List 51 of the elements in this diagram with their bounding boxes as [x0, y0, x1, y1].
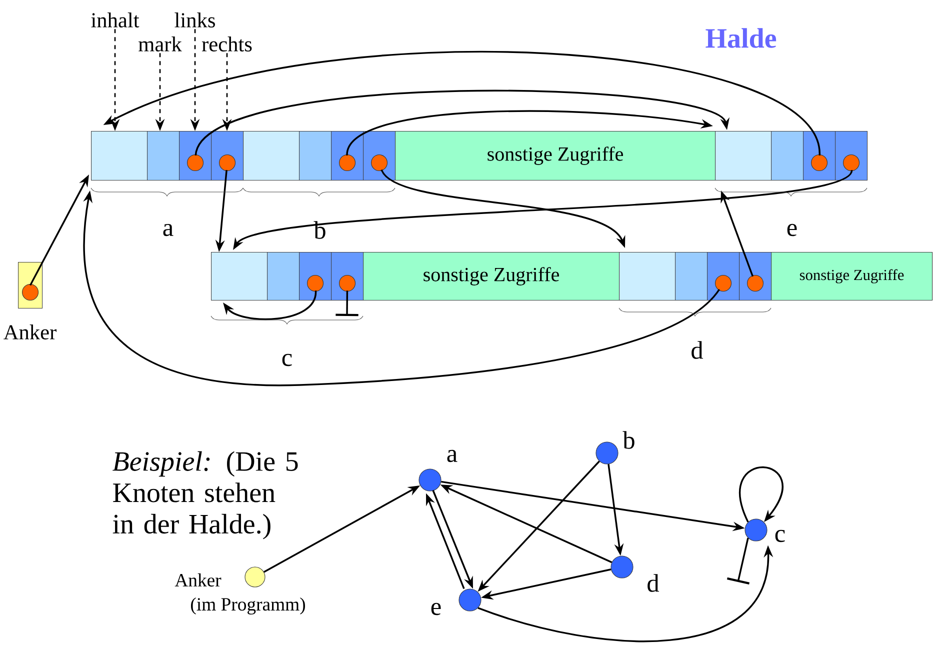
memory-cell: [771, 131, 804, 181]
memory-cell: [835, 131, 868, 181]
node-label: Anker: [4, 324, 56, 340]
graph-node: [596, 442, 618, 464]
anchor-node: [244, 566, 266, 588]
node-label: a: [447, 450, 458, 462]
brace-label: b: [314, 221, 326, 239]
node-label: d: [648, 574, 660, 592]
brace-label: d: [692, 341, 704, 359]
graph-node: [610, 556, 634, 578]
memory-block: sonstige Zugriffe: [395, 131, 716, 181]
anchor-box: [18, 262, 43, 309]
memory-cell: [675, 252, 708, 301]
field-label: rechts: [202, 36, 252, 52]
memory-cell: [739, 252, 772, 301]
field-label: links: [174, 12, 215, 28]
null-pointer: [336, 290, 358, 316]
title: Halde: [706, 28, 776, 48]
field-label: mark: [138, 36, 182, 52]
graph-node: [744, 518, 768, 542]
memory-cell: [363, 131, 396, 181]
memory-cell: [211, 131, 244, 181]
memory-cell: [243, 131, 300, 181]
memory-cell: [211, 252, 268, 301]
memory-cell: [299, 131, 332, 181]
memory-cell: [91, 131, 148, 181]
node-label: c: [775, 530, 785, 542]
memory-cell: [331, 131, 364, 181]
node-label: b: [622, 431, 634, 449]
memory-block: sonstige Zugriffe: [771, 252, 933, 301]
brace-label: a: [163, 224, 174, 236]
node-label: e: [431, 602, 441, 616]
arrow: [739, 466, 784, 522]
note: Beispiel: (Die 5 Knoten stehen in der Halde.): [112, 451, 298, 540]
node-label: (im Programm): [191, 598, 305, 614]
brace-label: e: [787, 224, 797, 236]
memory-cell: [299, 252, 332, 301]
memory-cell: [619, 252, 676, 301]
node-label: Anker: [174, 573, 222, 587]
memory-cell: [803, 131, 836, 181]
memory-cell: [707, 252, 740, 301]
graph-node: [418, 468, 442, 492]
memory-cell: [147, 131, 180, 181]
graph-node: [458, 588, 482, 612]
memory-cell: [331, 252, 364, 301]
memory-cell: [715, 131, 772, 181]
field-label: inhalt: [91, 12, 140, 28]
brace-label: c: [282, 354, 292, 366]
memory-cell: [179, 131, 212, 181]
memory-block: sonstige Zugriffe: [363, 252, 620, 301]
memory-cell: [267, 252, 300, 301]
